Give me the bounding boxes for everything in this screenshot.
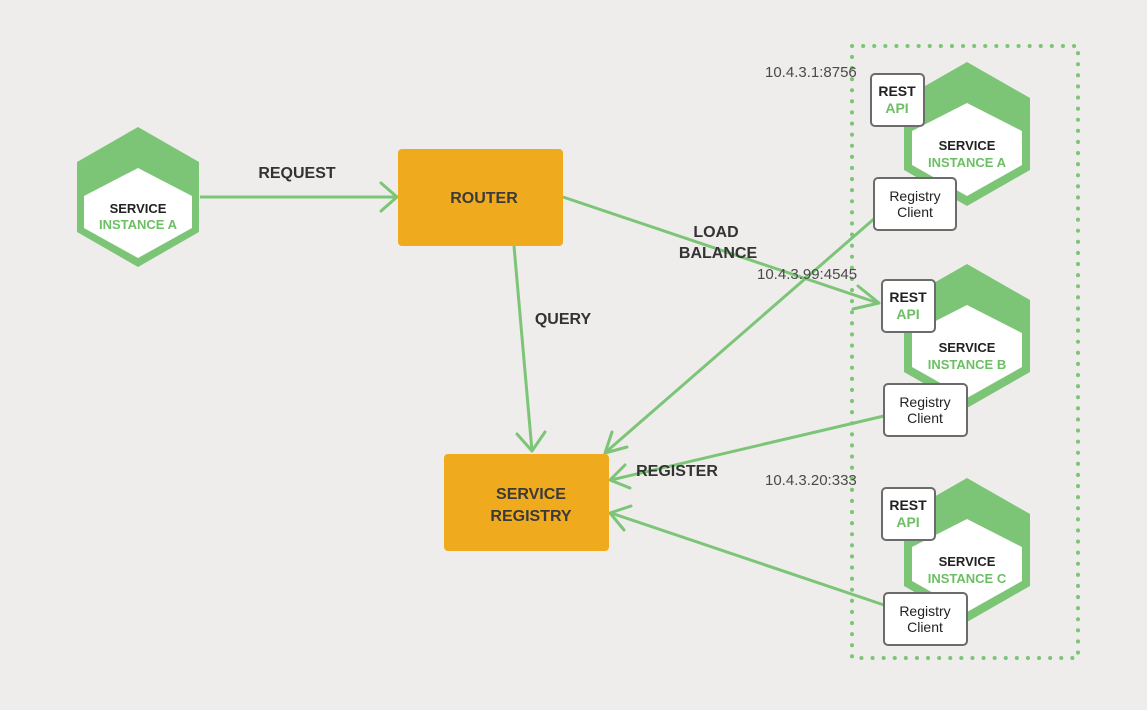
instance-a-rest-line1: REST [878,83,916,99]
router-label: ROUTER [450,190,518,207]
client-service-node: SERVICE INSTANCE A [77,127,199,267]
edge-load-balance [562,195,881,311]
instance-c-client-line1: Registry [899,603,950,619]
instances-container [850,44,1080,660]
instance-a-ip: 10.4.3.1:8756 [765,64,857,81]
instance-b-rest-line1: REST [889,289,927,305]
edge-label-register: REGISTER [636,463,718,480]
instance-a: 10.4.3.1:8756 SERVICE INSTANCE A REST AP… [765,62,1030,231]
client-service-line1: SERVICE [110,201,167,216]
edge-query [512,245,547,453]
instance-c-service-line2: INSTANCE C [928,571,1007,586]
edge-register-b [608,414,885,490]
instance-b-rest-line2: API [896,306,919,322]
edge-label-load: LOAD [693,224,738,241]
instance-a-rest-line2: API [885,100,908,116]
instance-a-client-line2: Client [897,204,933,220]
instance-a-rest-api: REST API [870,73,925,127]
instance-c-rest-line1: REST [889,497,927,513]
client-service-line2: INSTANCE A [99,217,178,232]
instance-b-ip: 10.4.3.99:4545 [757,266,857,283]
instance-c-service-line1: SERVICE [939,554,996,569]
router-node: ROUTER [398,149,563,246]
edge-label-balance: BALANCE [679,245,758,262]
instance-c-client-line2: Client [907,619,943,635]
instance-b-service-line2: INSTANCE B [928,357,1006,372]
instance-b-registry-client: Registry Client [883,383,968,437]
service-registry-node: SERVICE REGISTRY [444,454,609,551]
instance-b-client-line1: Registry [899,394,950,410]
instance-a-service-line2: INSTANCE A [928,155,1007,170]
registry-label-line2: REGISTRY [490,508,572,525]
instance-b: 10.4.3.99:4545 SERVICE INSTANCE B REST A… [757,264,1030,437]
instance-c-rest-line2: API [896,514,919,530]
instance-b-service-line1: SERVICE [939,340,996,355]
edge-label-request: REQUEST [258,165,336,182]
instance-a-registry-client: Registry Client [873,177,957,231]
instance-c-registry-client: Registry Client [883,592,968,646]
instance-c-rest-api: REST API [881,487,936,541]
instance-b-client-line2: Client [907,410,943,426]
registry-label-line1: SERVICE [496,486,566,503]
edge-register-c [608,504,885,607]
instance-b-rest-api: REST API [881,279,936,333]
instance-a-service-line1: SERVICE [939,138,996,153]
edge-label-query: QUERY [535,311,592,328]
edge-request [200,181,399,213]
instance-c: 10.4.3.20:333 SERVICE INSTANCE C REST AP… [765,472,1030,646]
instance-c-ip: 10.4.3.20:333 [765,472,857,489]
instance-a-client-line1: Registry [889,188,940,204]
edge-register-a [603,216,876,455]
